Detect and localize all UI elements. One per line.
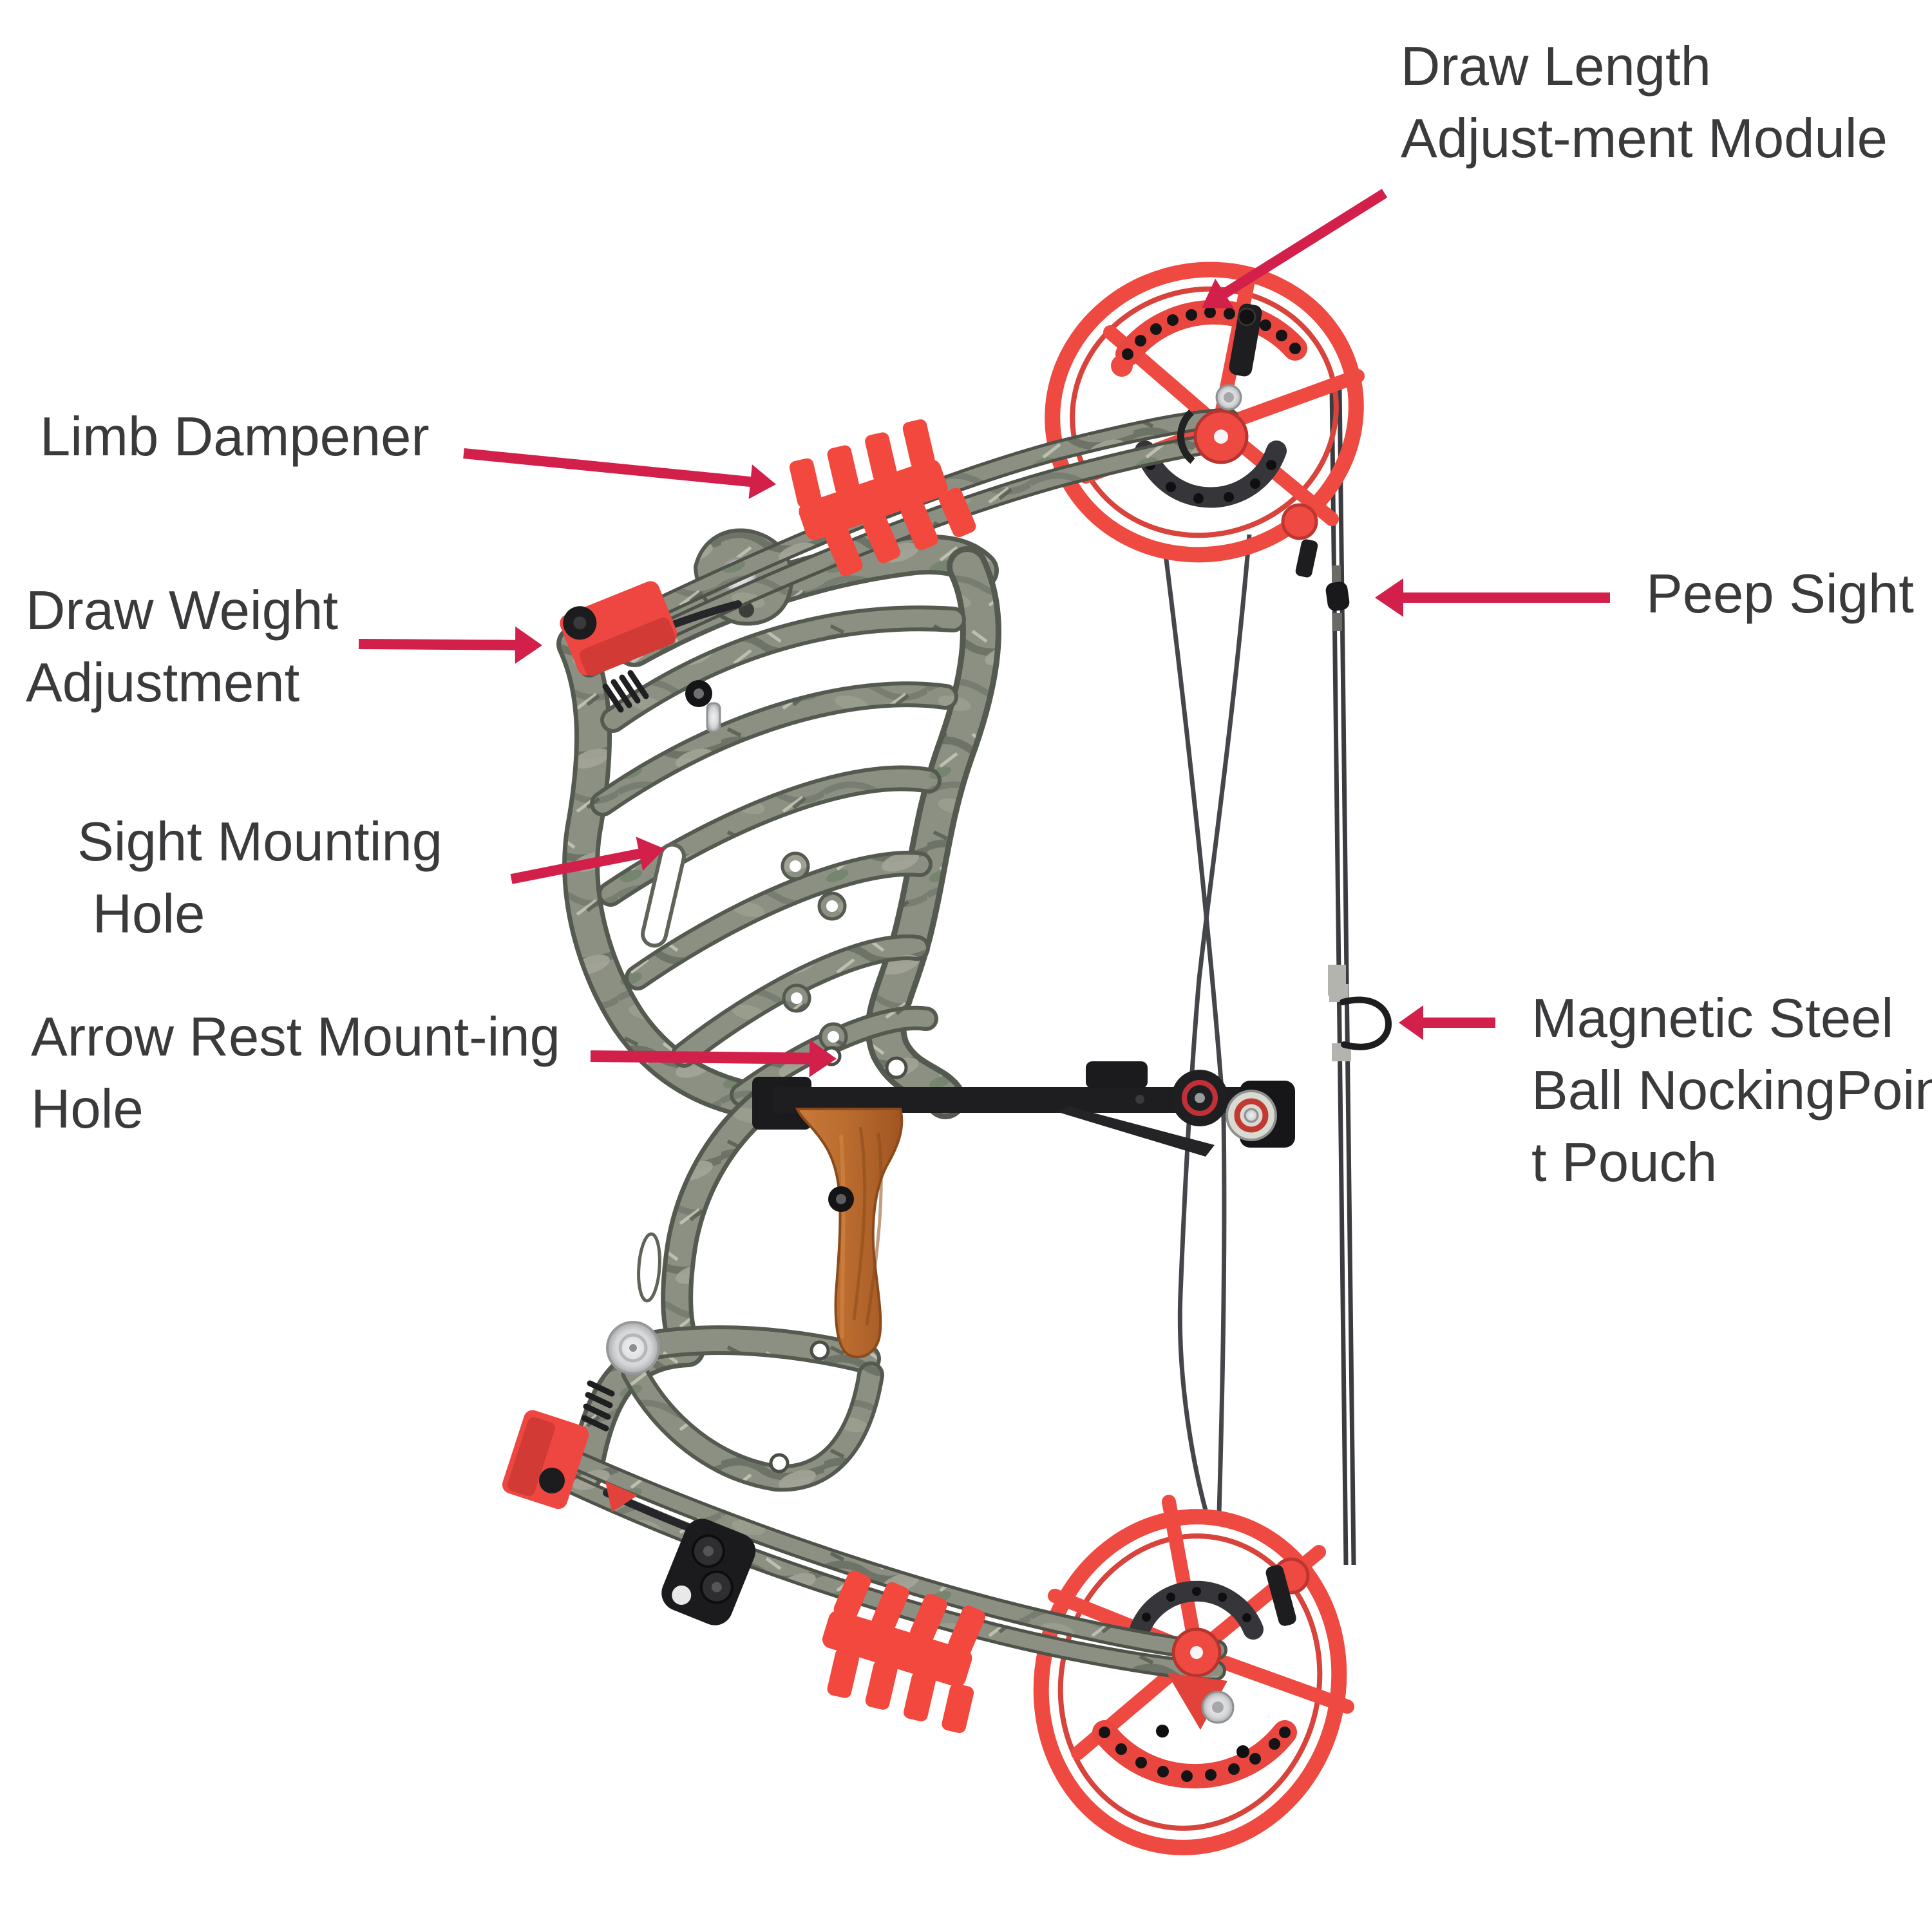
grip <box>795 1108 904 1358</box>
label-draw-weight: Draw Weight Adjustment <box>26 580 338 714</box>
riser-node-bolts <box>781 851 848 1052</box>
bottom-limb <box>564 1452 1227 1734</box>
annotation-arrow-draw-length <box>1202 189 1388 308</box>
draw-length-module-holes <box>1122 307 1301 360</box>
label-sight-mounting-hole: Sight Mounting Hole <box>77 811 443 945</box>
top-limb <box>573 408 1240 677</box>
arrow-rest-assembly <box>752 1061 1295 1157</box>
bow-string <box>1328 386 1356 1566</box>
bow-cables <box>1162 534 1252 1514</box>
label-nocking-point-pouch: Magnetic Steel Ball NockingPoint t Pouch <box>1531 988 1932 1193</box>
annotation-arrows <box>358 189 1610 1077</box>
limb-dampener-bottom <box>822 1570 986 1734</box>
nocking-point-loop <box>1329 984 1392 1061</box>
bottom-cam-hub <box>1167 1627 1235 1730</box>
top-cam-hub <box>1177 303 1262 464</box>
label-peep-sight: Peep Sight <box>1646 564 1914 625</box>
riser <box>556 528 1001 1492</box>
draw-weight-adjustment-pocket-top <box>560 581 677 713</box>
label-limb-dampener: Limb Dampener <box>40 406 430 468</box>
annotation-arrow-peep-sight <box>1375 578 1610 617</box>
annotation-arrow-sight-hole <box>510 837 665 884</box>
annotation-arrow-limb-dampener <box>463 448 776 499</box>
limb-pocket-bottom <box>502 1380 638 1512</box>
limb-dampener-top <box>789 419 976 576</box>
peep-sight <box>1325 565 1350 631</box>
arrow-rest-mounting-hole <box>885 1056 908 1079</box>
annotation-arrow-nocking-point <box>1399 1005 1495 1040</box>
label-arrow-rest-hole: Arrow Rest Mount-ing Hole <box>31 1007 560 1140</box>
cable-clamp <box>661 1519 756 1625</box>
annotation-arrow-draw-weight <box>358 626 542 664</box>
string-post <box>1281 503 1318 540</box>
sight-mounting-slot <box>641 842 686 948</box>
bottom-module-arc <box>1092 1720 1297 1788</box>
label-draw-length-module: Draw Length Adjust-ment Module <box>1401 36 1888 169</box>
bottom-module-holes <box>1099 1727 1291 1782</box>
annotation-arrow-arrow-rest <box>590 1039 837 1077</box>
